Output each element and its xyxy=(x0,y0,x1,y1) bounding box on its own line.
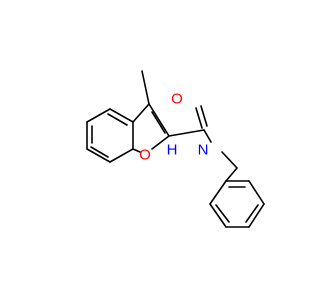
bond xyxy=(168,129,205,137)
bond xyxy=(225,167,238,182)
bond-inner xyxy=(90,146,109,158)
bond-inner xyxy=(151,111,166,134)
furan-oxygen-label: O xyxy=(139,147,151,164)
methyl-bond xyxy=(141,70,150,105)
molecule-structure: O O N H xyxy=(0,0,300,300)
bond xyxy=(221,151,238,169)
bond xyxy=(148,103,170,137)
bond xyxy=(109,148,134,163)
bond xyxy=(132,103,150,123)
bond xyxy=(209,203,227,228)
bond-inner xyxy=(107,113,128,126)
benzofuran-benzene-ring xyxy=(86,108,134,163)
background xyxy=(0,0,300,300)
furan-ring xyxy=(132,103,170,153)
bond xyxy=(86,148,111,163)
bond xyxy=(151,135,170,150)
carbonyl-double-bond xyxy=(195,107,203,129)
bond-inner xyxy=(215,204,230,223)
bond xyxy=(248,180,265,205)
carbonyl-oxygen-label: O xyxy=(171,91,183,108)
bond xyxy=(203,129,212,143)
benzyl-phenyl-ring xyxy=(209,180,265,228)
bond xyxy=(132,148,141,153)
bond xyxy=(109,108,134,123)
bond xyxy=(248,203,265,228)
carbonyl-double-bond xyxy=(200,105,208,127)
bond xyxy=(209,180,227,205)
bond xyxy=(86,108,111,123)
bond-inner xyxy=(245,204,259,223)
amide-nitrogen-label: N xyxy=(198,142,209,159)
amide-hydrogen-label: H xyxy=(167,142,178,159)
